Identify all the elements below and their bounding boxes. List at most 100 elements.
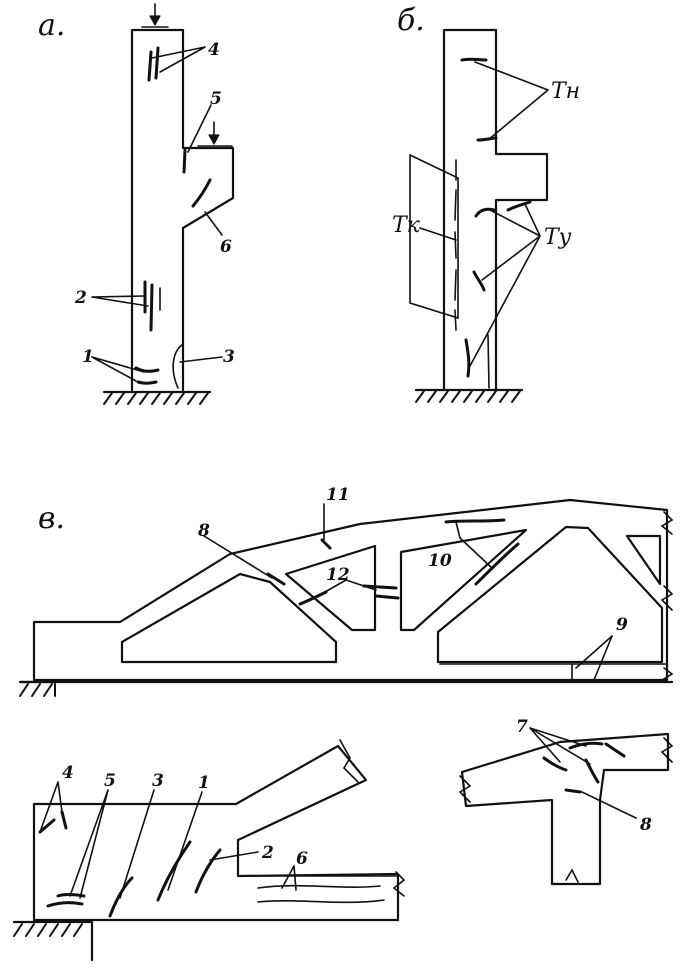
node-right-break-3 <box>565 868 579 883</box>
leader-a-2 <box>91 295 149 307</box>
crack-b-ty-4 <box>464 338 471 378</box>
crack-v-12c <box>374 594 400 600</box>
column-b-outline <box>442 28 549 392</box>
panel-v: в. <box>18 485 674 697</box>
label-v-12: 12 <box>326 565 350 585</box>
label-a-3: 3 <box>223 347 235 367</box>
crack-b-tn-1 <box>460 57 488 62</box>
crack-r-7b <box>604 742 626 758</box>
break-mark-3 <box>661 667 674 681</box>
leader-n-1 <box>167 791 203 891</box>
crack-n-4b <box>60 810 68 830</box>
leader-n-3 <box>119 789 155 899</box>
torsion-plane <box>409 153 459 320</box>
crack-n-6b <box>257 899 385 904</box>
label-a-4: 4 <box>208 40 220 60</box>
crack-v-12b <box>362 584 398 590</box>
crack-a-4a <box>147 50 153 82</box>
node-left-outline <box>32 744 400 922</box>
label-v-8: 8 <box>197 521 210 541</box>
label-v-9: 9 <box>616 615 628 635</box>
label-n-4: 4 <box>62 763 74 783</box>
label-n-2: 2 <box>261 843 274 863</box>
truss-support-hatch <box>18 680 57 697</box>
opening-5 <box>625 534 662 586</box>
leader-v-10 <box>455 521 493 569</box>
crack-a-4b <box>154 46 160 80</box>
label-a-6: 6 <box>220 237 232 257</box>
node-right-break-2 <box>660 737 674 763</box>
column-a-outline <box>130 28 235 392</box>
label-b-tn: Тн <box>551 79 580 104</box>
leader-a-1 <box>91 356 145 382</box>
crack-a-3 <box>172 343 184 389</box>
crack-b-tk <box>454 159 457 331</box>
crack-a-1a <box>134 366 160 373</box>
opening-1 <box>120 572 338 664</box>
crack-b-tn-2 <box>476 136 498 142</box>
crack-b-ty-1 <box>474 207 496 218</box>
panel-b-letter: б. <box>397 3 425 38</box>
leader-v-8 <box>203 535 273 579</box>
node-right: 7 8 <box>458 717 674 886</box>
leader-r-7 <box>529 727 591 765</box>
crack-n-5b <box>46 901 84 908</box>
leader-n-5 <box>69 789 109 899</box>
label-n-6: 6 <box>296 849 308 869</box>
opening-3 <box>399 528 528 632</box>
leader-a-5 <box>187 104 212 153</box>
crack-v-10b <box>474 542 520 586</box>
panel-b: б. Тн Тк <box>392 3 580 403</box>
node-left-break-2 <box>392 871 406 897</box>
panel-a: а. <box>38 3 235 405</box>
crack-a-2b <box>149 283 154 332</box>
crack-v-10a <box>444 518 506 524</box>
label-v-11: 11 <box>326 485 350 505</box>
node-left-break-1 <box>339 739 359 783</box>
leader-a-4 <box>151 46 206 73</box>
label-v-10: 10 <box>428 551 452 571</box>
truss-outline <box>32 498 669 682</box>
leader-a-3 <box>179 356 223 363</box>
ground-hatch-a <box>102 390 212 405</box>
opening-4 <box>436 525 664 664</box>
label-b-tk: Тк <box>392 213 421 238</box>
label-a-5: 5 <box>210 89 222 109</box>
panel-v-letter: в. <box>38 501 65 536</box>
crack-n-4 <box>38 818 56 834</box>
panel-a-letter: а. <box>38 8 65 43</box>
node-right-break-1 <box>458 775 472 803</box>
opening-2 <box>284 544 377 632</box>
crack-n-6a <box>257 884 381 889</box>
crack-b-right <box>487 334 490 389</box>
crack-v-11 <box>320 538 332 550</box>
crack-r-7c <box>542 756 568 772</box>
crack-a-6 <box>191 178 212 208</box>
break-mark-1 <box>660 511 674 535</box>
break-mark-2 <box>660 585 674 611</box>
label-r-8: 8 <box>639 815 652 835</box>
crack-b-ty-3 <box>472 270 486 292</box>
node-left-support <box>12 920 94 962</box>
crack-v-8 <box>266 572 286 586</box>
node-left: 4 5 3 1 2 6 <box>12 739 406 962</box>
label-a-2: 2 <box>74 288 87 308</box>
crack-b-ty-2 <box>506 200 532 212</box>
label-n-3: 3 <box>152 771 164 791</box>
leader-n-2 <box>209 851 259 861</box>
leader-b-tk <box>419 227 457 241</box>
label-n-5: 5 <box>104 771 116 791</box>
crack-r-8 <box>564 788 582 794</box>
ground-hatch-b <box>414 388 524 403</box>
leader-v-9 <box>575 635 613 681</box>
leader-r-8 <box>581 791 637 819</box>
node-right-outline <box>460 732 670 886</box>
crack-n-2 <box>194 848 222 894</box>
leader-a-6 <box>204 211 223 236</box>
crack-a-1b <box>136 380 158 385</box>
crack-r-7a <box>568 741 604 750</box>
top-load-arrow-icon <box>141 3 169 28</box>
crack-a-5 <box>182 148 187 174</box>
leader-n-6 <box>281 865 297 891</box>
